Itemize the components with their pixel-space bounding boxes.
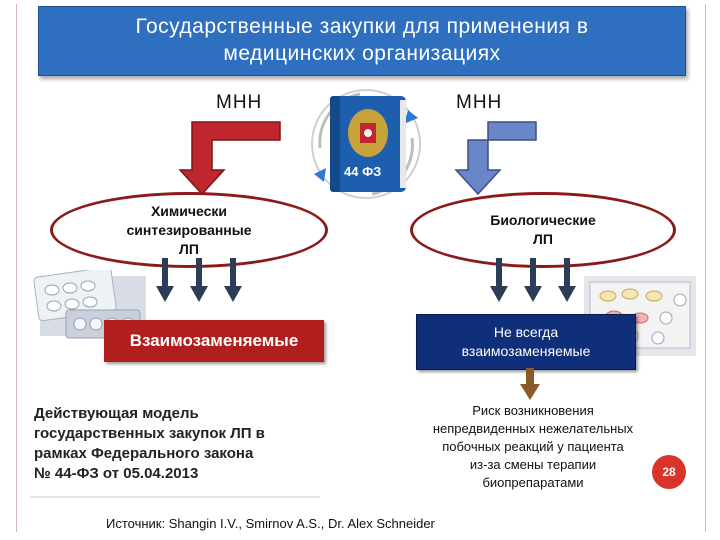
left-ellipse-line-2: синтезированные — [126, 221, 252, 238]
left-description-divider — [30, 496, 320, 498]
risk-line-4: из-за смены терапии — [469, 457, 597, 472]
left-description-line-4: № 44-ФЗ от 05.04.2013 — [34, 465, 199, 482]
interchangeable-label: Взаимозаменяемые — [104, 320, 324, 362]
left-description-line-2: государственных закупок ЛП в — [34, 425, 265, 442]
title-line-1: Государственные закупки для применения в — [135, 15, 589, 38]
left-description-line-3: рамках Федерального закона — [34, 445, 254, 462]
page-number: 28 — [662, 465, 676, 479]
risk-line-2: непредвиденных нежелательных — [432, 421, 634, 436]
right-label-line-1: Не всегда — [493, 324, 559, 340]
book-label: 44 ФЗ — [344, 164, 381, 179]
right-ellipse-line-2: ЛП — [533, 231, 553, 247]
down-arrow-icon — [490, 258, 508, 302]
not-always-interchangeable-label: Не всегда взаимозаменяемые — [416, 314, 636, 370]
title-bar: Государственные закупки для применения в… — [38, 6, 686, 76]
down-arrow-icon — [156, 258, 174, 302]
left-down-arrows — [156, 258, 242, 302]
down-arrow-icon — [558, 258, 576, 302]
down-arrow-icon — [224, 258, 242, 302]
risk-line-5: биопрепаратами — [482, 475, 584, 490]
swirl-arrow-right — [404, 110, 418, 124]
slide-frame — [16, 4, 706, 532]
right-down-arrows — [490, 258, 576, 302]
source-text: Источник: Shangin I.V., Smirnov A.S., Dr… — [106, 516, 435, 531]
left-ellipse-line-3: ЛП — [179, 240, 199, 257]
interchangeable-label-text: Взаимозаменяемые — [129, 331, 299, 350]
left-ellipse: Химически синтезированные ЛП — [50, 192, 328, 268]
risk-description: Риск возникновения непредвиденных нежела… — [392, 402, 674, 492]
right-ellipse-line-1: Биологические — [490, 212, 596, 228]
page-number-badge: 28 — [652, 455, 686, 489]
left-description: Действующая модель государственных закуп… — [34, 404, 265, 484]
left-mnh-label: МНН — [216, 92, 263, 113]
right-mnh-label: МНН — [456, 92, 503, 113]
center-book-graphic: 44 ФЗ — [311, 89, 421, 199]
right-label-line-2: взаимозаменяемые — [461, 343, 591, 359]
swirl-arrow-left — [314, 168, 326, 182]
book-icon — [330, 96, 406, 192]
right-ellipse: Биологические ЛП — [410, 192, 676, 268]
down-arrow-icon — [524, 258, 542, 302]
swirl-ring — [311, 89, 421, 199]
title-line-2: медицинских организациях — [223, 42, 501, 65]
down-arrow-icon — [190, 258, 208, 302]
left-ellipse-line-1: Химически — [150, 202, 228, 219]
risk-line-3: побочных реакций у пациента — [442, 439, 624, 454]
left-bent-arrow — [178, 121, 281, 196]
risk-line-1: Риск возникновения — [472, 403, 594, 418]
risk-down-arrow — [520, 368, 540, 400]
left-description-line-1: Действующая модель — [34, 405, 199, 422]
right-bent-arrow — [454, 121, 537, 196]
